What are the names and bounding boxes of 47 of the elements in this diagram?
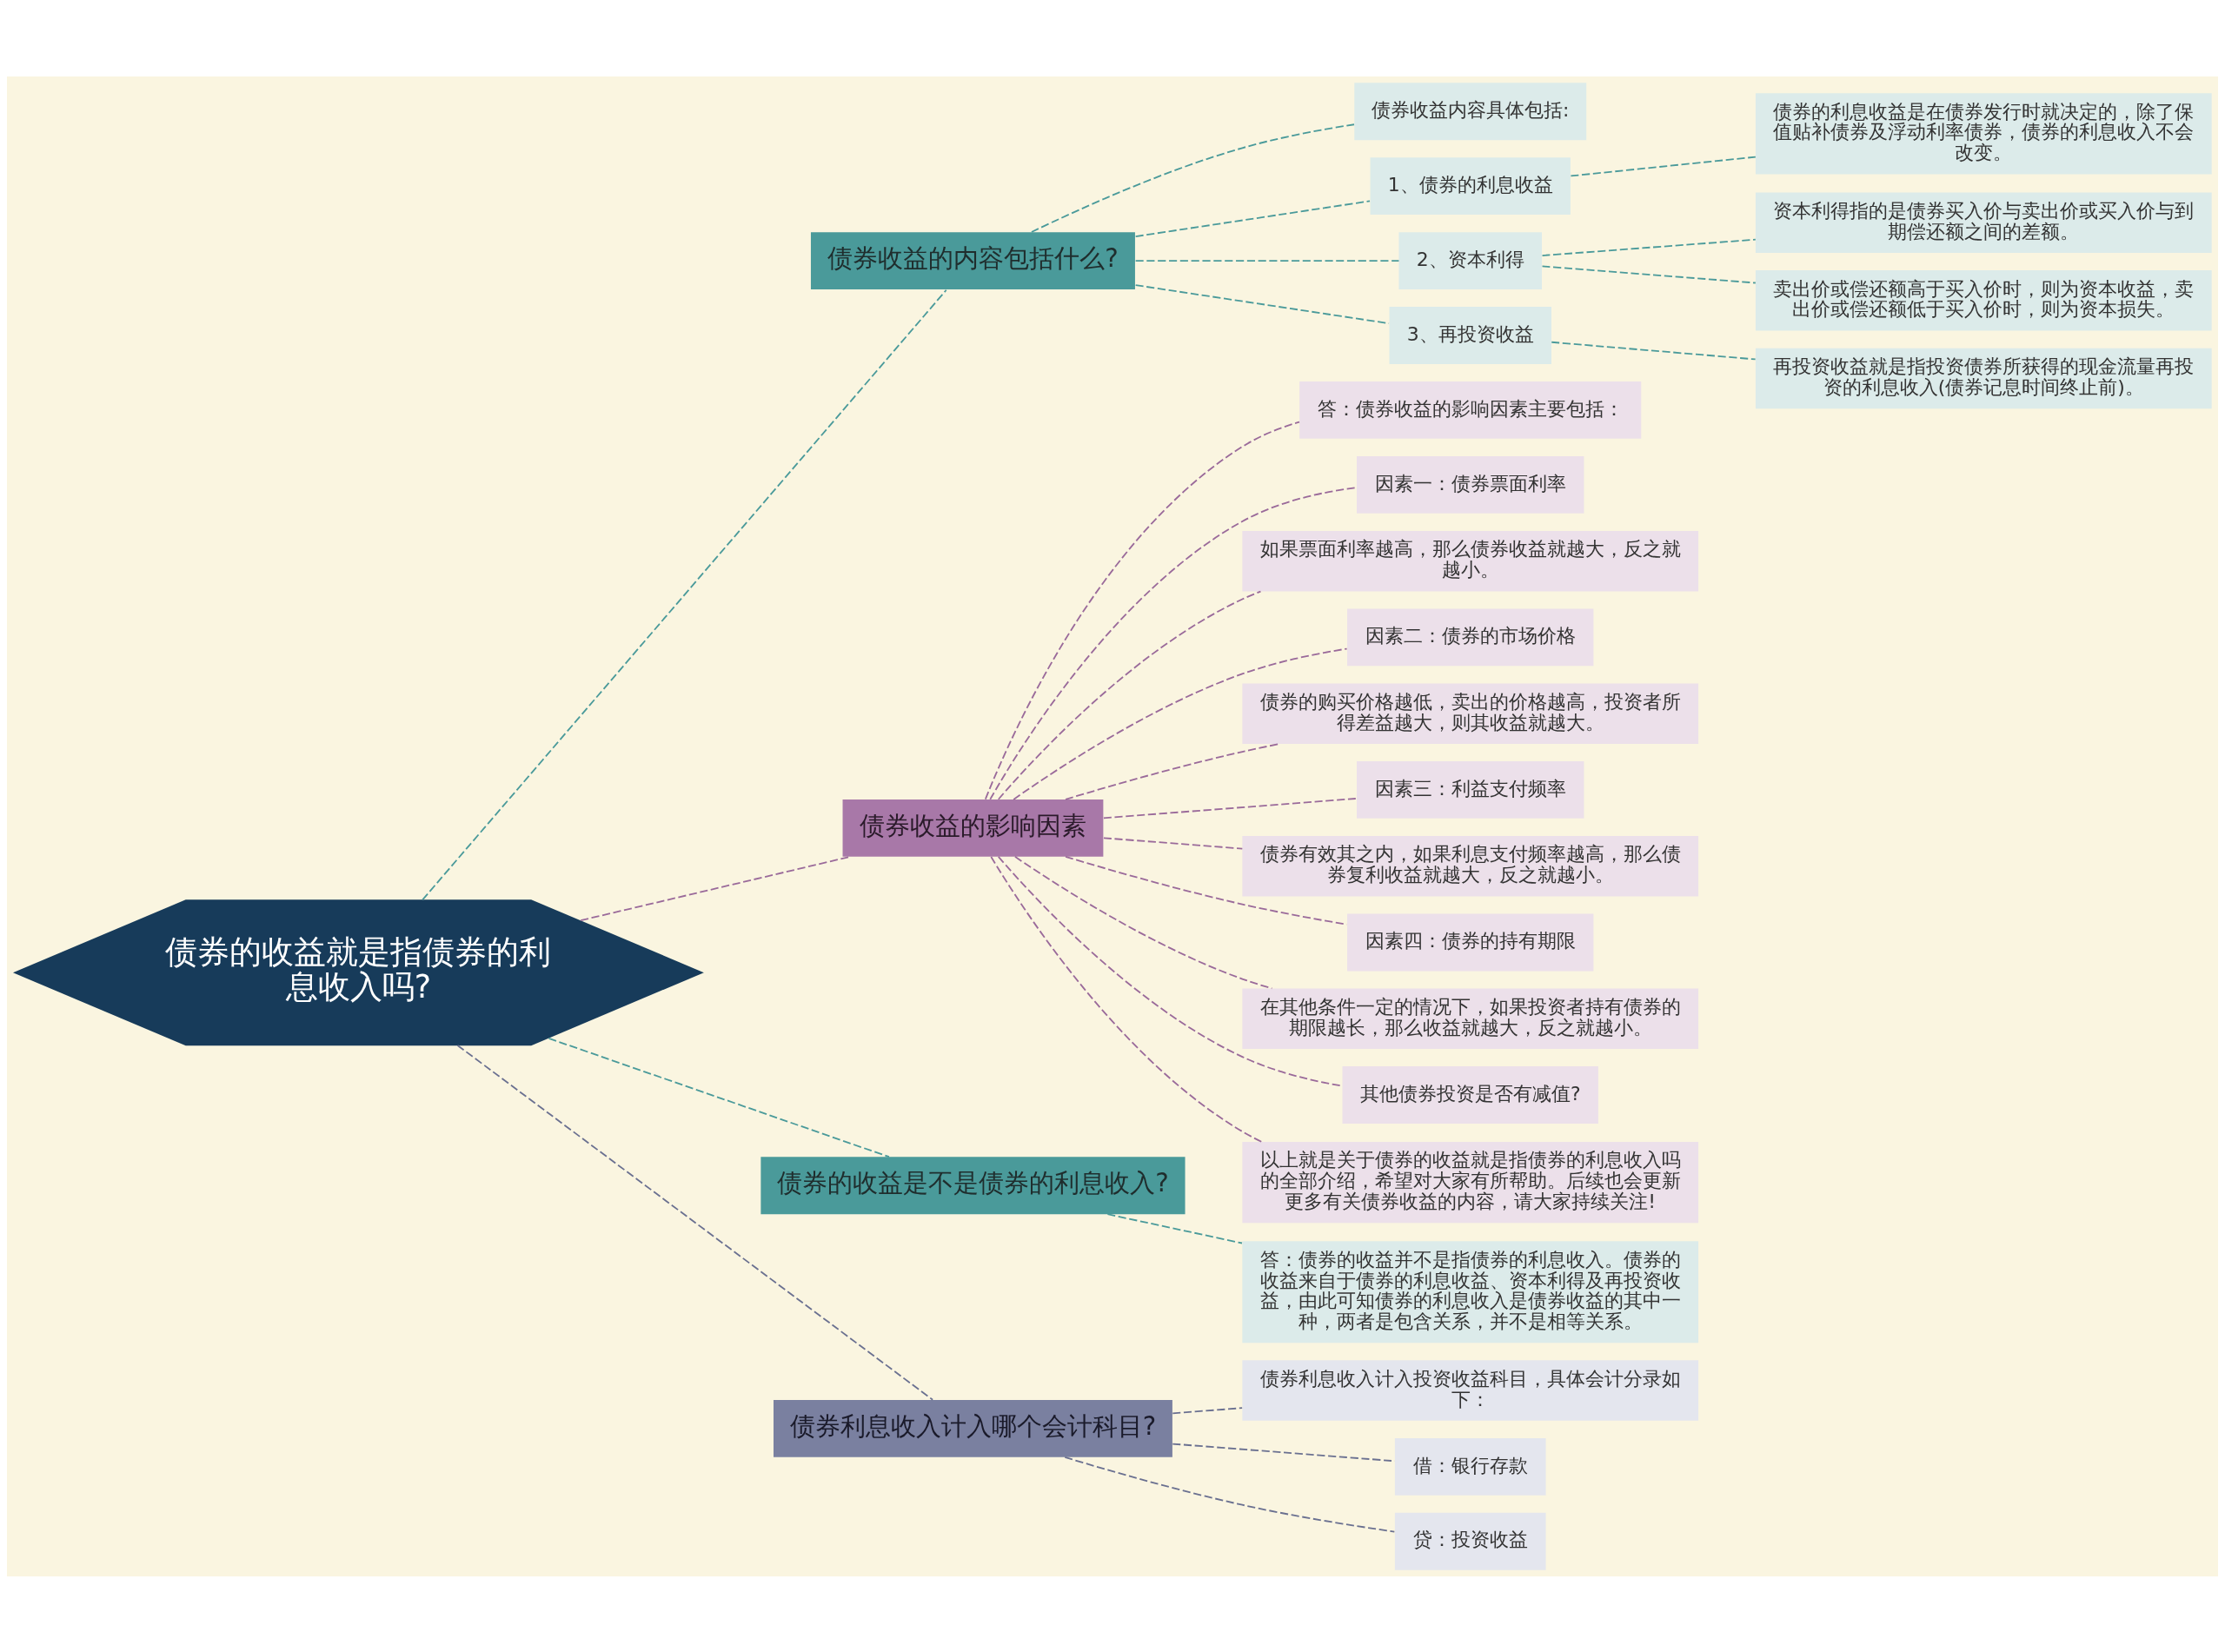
node-box: 债券的购买价格越低，卖出的价格越高，投资者所得差益越大，则其收益就越大。 [1242,682,1699,744]
node-box: 债券的收益是不是债券的利息收入? [760,1156,1186,1214]
node-box: 2、资本利得 [1398,231,1542,289]
node-box: 答：债券收益的影响因素主要包括： [1299,381,1642,439]
node-box: 贷：投资收益 [1394,1512,1546,1570]
node-box: 债券收益内容具体包括: [1354,82,1587,140]
connector [1551,341,1757,360]
connector [1134,199,1371,237]
node-box: 卖出价或偿还额高于买入价时，则为资本收益，卖出价或偿还额低于买入价时，则为资本损失。 [1755,269,2212,331]
node-box: 如果票面利率越高，那么债券收益就越大，反之就越小。 [1242,530,1699,591]
connector [422,289,947,900]
node-box: 债券收益的影响因素 [842,799,1104,857]
connector [1134,259,1400,262]
connector [1106,1212,1243,1244]
connector [1013,647,1348,800]
connector [990,855,1263,1143]
connector [1065,742,1280,800]
connector [1031,123,1355,233]
node-box: 再投资收益就是指投资债券所获得的现金流量再投资的利息收入(债券记息时间终止前)。 [1755,348,2212,408]
node-box: 资本利得指的是债券买入价与卖出价或买入价与到期偿还额之间的差额。 [1755,191,2212,253]
node-box: 3、再投资收益 [1389,306,1551,364]
connector [1014,855,1273,989]
node-box: 以上就是关于债券的收益就是指债券的利息收入吗的全部介绍，希望对大家有所帮助。后续也会更新更多有关债券收益的内容，请大家持续关注! [1242,1141,1699,1223]
node-box: 因素二：债券的市场价格 [1347,608,1594,666]
connector [1103,836,1244,849]
connector [1064,1456,1396,1532]
connector [456,1044,934,1401]
connector [1172,1443,1396,1462]
connector [1172,1406,1244,1414]
node-box: 债券有效其之内，如果利息支付频率越高，那么债券复利收益就越大，反之就越小。 [1242,835,1699,896]
connector [1541,238,1757,256]
node-box: 因素三：利益支付频率 [1357,760,1584,819]
connector [1103,797,1358,819]
connector [997,590,1262,800]
node-box: 1、债券的利息收益 [1370,156,1571,215]
node-box: 债券利息收入计入哪个会计科目? [774,1399,1172,1457]
connector [580,855,851,921]
connector [548,1037,890,1158]
connector [1541,265,1757,283]
node-box: 答：债券的收益并不是指债券的利息收入。债券的收益来自于债券的利息收益、资本利得及再投资收益，由此可知债券的利息收入是债券收益的其中一种，两者是包含关系，并不是相等关系。 [1242,1240,1699,1343]
node-box: 债券收益的内容包括什么? [810,231,1135,289]
connector [1570,156,1757,176]
connector [989,486,1358,800]
node-box: 债券利息收入计入投资收益科目，具体会计分录如下： [1242,1359,1699,1421]
node-box: 债券的利息收益是在债券发行时就决定的，除了保值贴补债券及浮动利率债券，债券的利息收入不会改变。 [1755,92,2212,174]
connector [984,421,1300,799]
node-box: 在其他条件一定的情况下，如果投资者持有债券的期限越长，那么收益就越大，反之就越小。 [1242,988,1699,1049]
